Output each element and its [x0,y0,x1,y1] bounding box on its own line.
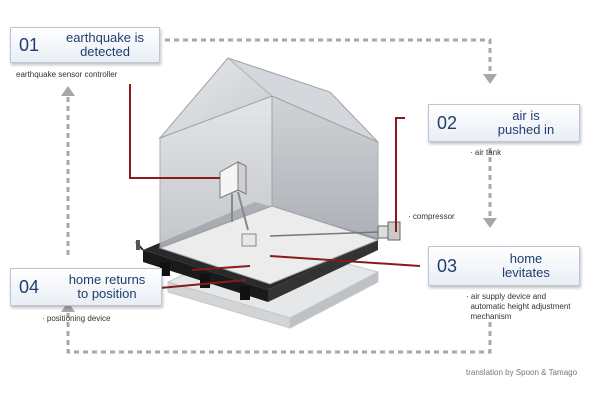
step-04-title-line2: to position [77,286,137,301]
step-01-title: earthquake is detected [55,31,155,59]
step-03-title-line2: levitates [502,265,550,280]
flow-arrows [66,38,492,354]
step-04-title: home returns to position [57,273,157,301]
step-03-note: · air supply device and automatic height… [466,292,571,321]
step-01-title-line2: detected [80,44,130,59]
positioning-pin [135,240,144,251]
leader-lines [129,84,421,289]
step-02-note: · air tank [470,148,502,157]
arrow-head-01-02 [483,74,497,84]
step-02-box: 02 air is pushed in [428,104,580,142]
step-03-title: home levitates [481,252,571,280]
step-03-note-line3: mechanism [470,312,512,321]
step-02-title-line2: pushed in [497,122,555,137]
step-02-title: air is pushed in [481,109,571,137]
step-01-number: 01 [19,35,40,55]
arrow-head-04-01 [61,86,75,96]
step-02-note-text: air tank [474,148,502,157]
step-04-box: 04 home returns to position [10,268,162,306]
step-03-note-line2: automatic height adjustment [470,302,571,311]
arrow-head-03-04 [61,302,75,312]
step-03-box: 03 home levitates [428,246,580,286]
step-02-number: 02 [437,113,458,133]
step-02-title-line1: air is [512,108,540,123]
step-03-note-line1: air supply device and [470,292,547,301]
translation-credit: translation by Spoon & Tamago [466,368,578,377]
step-04-note-text: positioning device [46,314,111,323]
house-body [158,57,380,285]
step-03-title-line1: home [509,251,543,266]
step-04-title-line1: home returns [68,272,146,287]
step-04-note: · positioning device [42,314,111,323]
arrow-head-02-03 [483,218,497,228]
step-03-number: 03 [437,256,458,276]
compressor-label-text: compressor [412,212,455,221]
step-01-title-line1: earthquake is [65,30,145,45]
sensor-controller-device [219,161,257,247]
step-04-number: 04 [19,277,40,297]
compressor-label: · compressor [408,212,455,221]
step-01-note: earthquake sensor controller [16,70,118,79]
step-01-box: 01 earthquake is detected [10,27,160,63]
compressor-device [269,221,401,241]
